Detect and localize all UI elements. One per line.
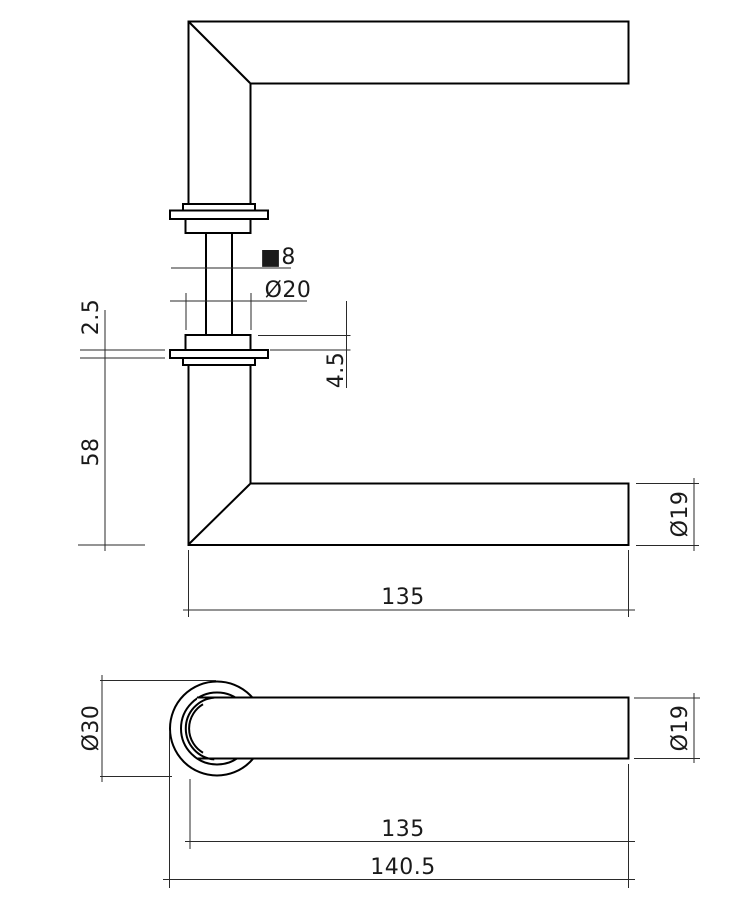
side-view: ■8 Ø20 2.5 58 4.5 Ø19 135 [78, 20, 699, 617]
grip-bar-edges [197, 696, 630, 760]
lower-lever-outline [187, 364, 630, 546]
dim-label-spindle: ■8 [260, 245, 296, 270]
dim-label-total-length: 140.5 [370, 855, 435, 880]
dim-label-handle-height: 58 [79, 438, 104, 467]
lower-lever-miter-line [188, 483, 251, 545]
dim-label-grip-length: 135 [381, 585, 425, 610]
dim-label-grip-diameter: Ø19 [668, 491, 693, 538]
grip-bar-fill [197, 697, 629, 759]
neck-arc-inner [188, 703, 204, 754]
dim-label-rosette-diameter: Ø30 [79, 705, 104, 752]
neck-arc-outer [184, 696, 215, 761]
dim-label-front-grip-diameter: Ø19 [668, 705, 693, 752]
lower-rosette-base [184, 334, 252, 351]
upper-lever-outline [187, 20, 630, 205]
dim-label-neck-diameter: Ø20 [265, 278, 312, 303]
dim-label-cover-thickness: 2.5 [79, 299, 104, 336]
dim-label-rosette-height: 4.5 [324, 352, 349, 389]
front-view: Ø30 Ø19 135 140.5 [79, 675, 700, 888]
lower-rosette-cover [169, 349, 269, 359]
upper-rosette-cover [169, 209, 269, 220]
dim-label-front-grip-length: 135 [381, 817, 425, 842]
upper-lever-miter-line [188, 21, 251, 84]
upper-rosette-base [184, 218, 252, 234]
lower-rosette-lip [182, 357, 256, 366]
